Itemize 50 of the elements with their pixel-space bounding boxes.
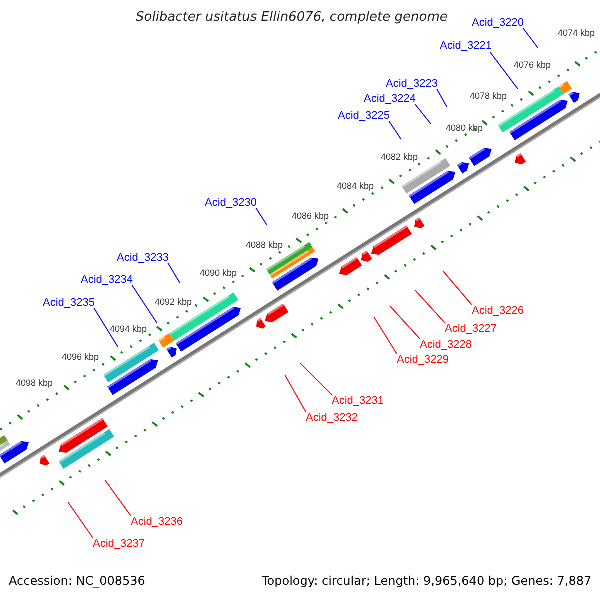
gene-label: Acid_3227	[445, 323, 497, 336]
leader-line	[374, 316, 398, 354]
leader-line	[436, 88, 448, 108]
gene-label: Acid_3224	[364, 93, 416, 106]
gene-label: Acid_3235	[43, 297, 95, 310]
leader-line	[256, 208, 268, 226]
scale-label: 4084 kbp	[337, 180, 374, 193]
leader-line	[390, 306, 420, 340]
leader-line	[94, 308, 118, 348]
leader-line	[414, 104, 432, 124]
leader-line	[414, 290, 446, 324]
leader-line	[522, 28, 538, 48]
scale-label: 4098 kbp	[16, 377, 54, 390]
scale-label: 4074 kbp	[558, 27, 596, 40]
leader-line	[442, 270, 472, 306]
leader-line	[388, 120, 402, 140]
gene-label: Acid_3220	[472, 17, 524, 30]
gene-label: Acid_3226	[472, 305, 524, 318]
gene-label: Acid_3225	[338, 110, 390, 123]
scale-label: 4092 kbp	[155, 296, 192, 309]
leader-line	[490, 52, 518, 90]
gene-label: Acid_3234	[81, 274, 133, 287]
scale-label: 4090 kbp	[200, 267, 238, 280]
leader-line	[168, 262, 180, 284]
scale-label: 4086 kbp	[292, 210, 330, 223]
scale-label: 4080 kbp	[446, 122, 484, 135]
leader-line	[300, 362, 332, 396]
gene-label: Acid_3236	[131, 516, 183, 529]
leader-line	[284, 374, 306, 412]
gene-label: Acid_3230	[205, 197, 257, 210]
gene-label: Acid_3221	[440, 40, 492, 53]
leader-line	[132, 284, 158, 324]
title: Solibacter usitatus Ellin6076, complete genome	[136, 11, 448, 24]
gene-label: Acid_3231	[332, 395, 384, 408]
gene-label: Acid_3223	[386, 78, 438, 91]
gene-label: Acid_3237	[93, 538, 145, 551]
gene-label: Acid_3228	[420, 339, 472, 352]
genome-summary-text: Topology: circular; Length: 9,965,640 bp; Genes: 7,887	[262, 575, 592, 588]
scale-label: 4078 kbp	[470, 90, 508, 103]
leader-line	[104, 480, 132, 516]
leader-line	[68, 502, 94, 538]
scale-label: 4096 kbp	[62, 351, 100, 364]
gene-label: Acid_3229	[397, 354, 449, 367]
scale-label: 4088 kbp	[246, 239, 284, 252]
scale-label: 4094 kbp	[110, 323, 148, 336]
accession-text: Accession: NC_008536	[9, 575, 146, 588]
gene-label: Acid_3233	[117, 252, 169, 265]
scale-label: 4076 kbp	[514, 59, 552, 72]
scale-label: 4082 kbp	[381, 151, 418, 164]
gene-label: Acid_3232	[306, 412, 358, 425]
